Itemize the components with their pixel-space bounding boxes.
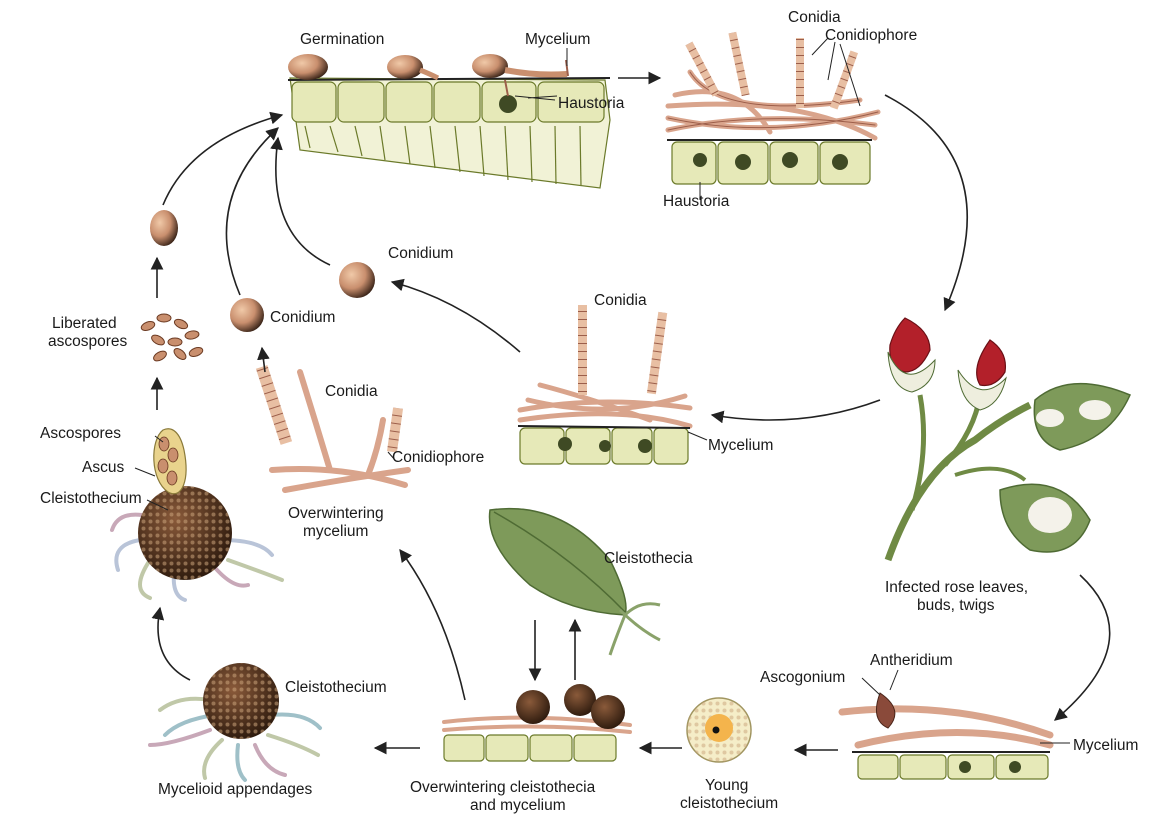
label-overwintering-cleistothecia-2: and mycelium bbox=[470, 797, 566, 814]
label-ascogonium: Ascogonium bbox=[760, 669, 845, 686]
label-overwintering-mycelium-1: Overwintering bbox=[288, 505, 384, 522]
label-liberated-2: ascospores bbox=[48, 333, 128, 350]
label-haustoria-top: Haustoria bbox=[558, 95, 625, 112]
arrow-rose-to-ascogonium bbox=[1055, 575, 1110, 720]
conidium-center bbox=[339, 262, 375, 298]
conidium-left bbox=[230, 298, 264, 332]
label-cleistothecia-leaf: Cleistothecia bbox=[604, 550, 693, 567]
label-haustoria-right: Haustoria bbox=[663, 193, 730, 210]
label-conidia-center: Conidia bbox=[594, 292, 647, 309]
label-mycelium-center: Mycelium bbox=[708, 437, 773, 454]
germinating-spore-2 bbox=[387, 55, 423, 79]
label-overwintering-cleistothecia-1: Overwintering cleistothecia bbox=[410, 779, 596, 796]
label-conidium-center: Conidium bbox=[388, 245, 453, 262]
germinating-spore-1 bbox=[288, 54, 328, 80]
label-young-1: Young bbox=[705, 777, 748, 794]
label-mycelium-top: Mycelium bbox=[525, 31, 590, 48]
arrow-conidium-center-to-germination bbox=[276, 138, 330, 265]
arrow-rose-to-conidia bbox=[712, 400, 880, 420]
label-mycelioid-appendages: Mycelioid appendages bbox=[158, 781, 312, 798]
label-young-2: cleistothecium bbox=[680, 795, 778, 812]
conidia-on-leaf bbox=[518, 305, 690, 464]
arrow-to-overwintering-mycelium bbox=[400, 550, 465, 700]
germination-tissue bbox=[288, 54, 610, 188]
germinating-spore-3 bbox=[472, 54, 508, 78]
label-conidia-top: Conidia bbox=[788, 9, 841, 26]
ascus-cleistothecium bbox=[112, 429, 282, 600]
arrow-spore-to-germination bbox=[163, 115, 282, 205]
label-infected-2: buds, twigs bbox=[917, 597, 995, 614]
arrow-conidium-left-to-germination bbox=[226, 128, 278, 295]
arrow-mature-to-ascus bbox=[158, 608, 190, 680]
infected-rose-twig bbox=[888, 318, 1130, 560]
label-cleistothecium-left: Cleistothecium bbox=[40, 490, 142, 507]
label-liberated-1: Liberated bbox=[52, 315, 117, 332]
label-ascospores: Ascospores bbox=[40, 425, 121, 442]
haustorium-blob bbox=[499, 95, 517, 113]
overwintering-cleistothecia bbox=[444, 684, 630, 761]
label-conidium-left: Conidium bbox=[270, 309, 335, 326]
ascospore-single bbox=[150, 210, 178, 246]
ascogonium-antheridium bbox=[842, 693, 1050, 779]
young-cleistothecium bbox=[687, 698, 751, 762]
label-conidiophore-left: Conidiophore bbox=[392, 449, 484, 466]
label-infected-1: Infected rose leaves, bbox=[885, 579, 1028, 596]
label-ascus: Ascus bbox=[82, 459, 124, 476]
label-conidia-left: Conidia bbox=[325, 383, 378, 400]
conidiophore-mat bbox=[667, 32, 878, 184]
arrow-to-rose bbox=[885, 95, 967, 310]
label-cleistothecium-bottom: Cleistothecium bbox=[285, 679, 387, 696]
arrow-conidia-to-conidium bbox=[392, 282, 520, 352]
liberated-ascospores bbox=[140, 314, 204, 363]
label-overwintering-mycelium-2: mycelium bbox=[303, 523, 368, 540]
label-germination: Germination bbox=[300, 31, 384, 48]
label-mycelium-bottom: Mycelium bbox=[1073, 737, 1138, 754]
label-antheridium: Antheridium bbox=[870, 652, 953, 669]
label-conidiophore-top: Conidiophore bbox=[825, 27, 917, 44]
